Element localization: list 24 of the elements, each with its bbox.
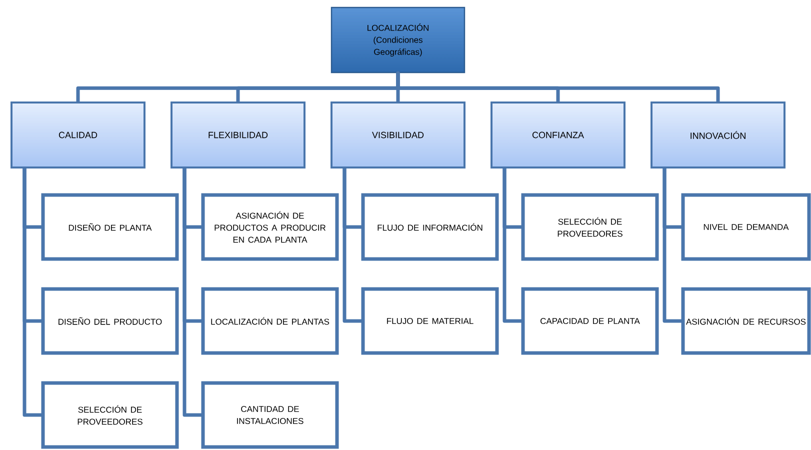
category-box: CALIDAD <box>10 102 146 168</box>
item-box: ASIGNACIÓN DE RECURSOS <box>681 287 811 355</box>
item-box: DISEÑO DEL PRODUCTO <box>41 287 179 355</box>
item-box: SELECCIÓN DE PROVEEDORES <box>41 381 179 449</box>
category-box: INNOVACIÓN <box>650 102 786 168</box>
connector-line <box>182 166 203 417</box>
item-box: SELECCIÓN DE PROVEEDORES <box>521 193 659 261</box>
item-box: CANTIDAD DE INSTALACIONES <box>201 381 339 449</box>
connector-line <box>396 71 720 104</box>
root-box: LOCALIZACIÓN (Condiciones Geográficas) <box>330 6 466 74</box>
category-box: VISIBILIDAD <box>330 102 466 168</box>
item-box: ASIGNACIÓN DE PRODUCTOS A PRODUCIR EN CADA PLANTA <box>201 193 339 261</box>
connector-line <box>662 166 683 323</box>
item-box: CAPACIDAD DE PLANTA <box>521 287 659 355</box>
category-box: FLEXIBILIDAD <box>170 102 306 168</box>
item-box: DISEÑO DE PLANTA <box>41 193 179 261</box>
item-box: LOCALIZACIÓN DE PLANTAS <box>201 287 339 355</box>
connector-line <box>22 166 43 417</box>
connector-line <box>502 166 523 323</box>
category-box: CONFIANZA <box>490 102 626 168</box>
connector-line <box>342 166 363 323</box>
item-box: FLUJO DE MATERIAL <box>361 287 499 355</box>
item-box: FLUJO DE INFORMACIÓN <box>361 193 499 261</box>
item-box: NIVEL DE DEMANDA <box>681 193 811 261</box>
